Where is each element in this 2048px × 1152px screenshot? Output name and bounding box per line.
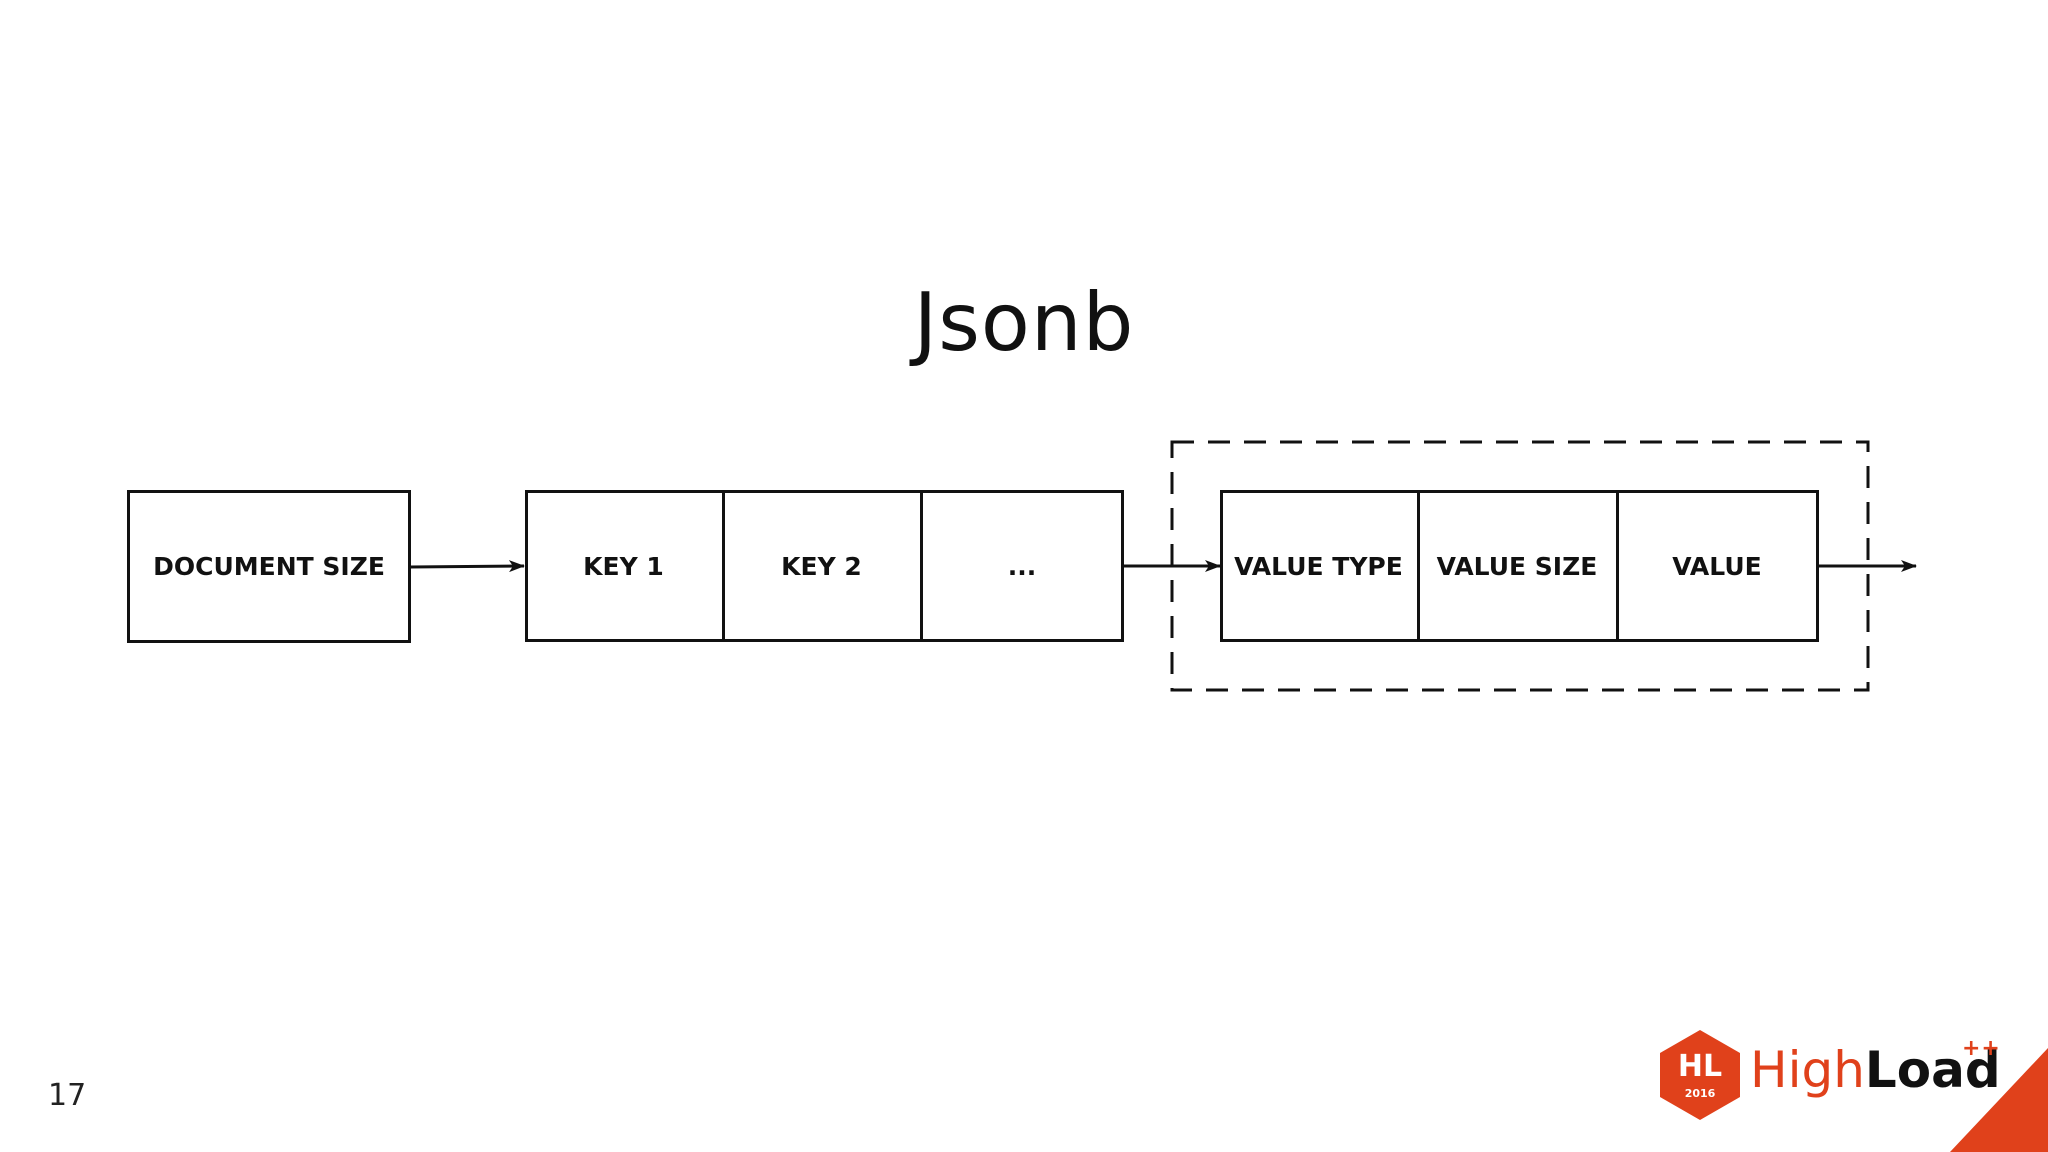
key-cell-1: KEY 1 — [525, 490, 725, 642]
page-number: 17 — [48, 1078, 87, 1113]
key-label: ... — [1007, 551, 1037, 581]
logo-badge-year: 2016 — [1684, 1087, 1716, 1100]
value-field-label: VALUE — [1672, 551, 1762, 581]
key-cell-2: KEY 2 — [723, 490, 923, 642]
corner-accent-triangle — [1950, 1048, 2048, 1152]
logo-hexagon — [1660, 1030, 1740, 1120]
key-cell-ellipsis: ... — [922, 490, 1122, 642]
logo-wordmark: HighLoad — [1750, 1040, 2001, 1100]
value-field-label: VALUE TYPE — [1234, 551, 1403, 581]
logo-word-load: Load — [1864, 1041, 2001, 1099]
arrow-docsize-to-keys — [409, 560, 525, 573]
key-label: KEY 1 — [583, 551, 664, 581]
value-size-cell: VALUE SIZE — [1418, 490, 1619, 642]
key-label: KEY 2 — [781, 551, 862, 581]
logo-badge-text: HL — [1677, 1049, 1723, 1084]
document-size-label: DOCUMENT SIZE — [153, 552, 385, 581]
value-fields-group — [1220, 490, 1819, 642]
document-size-box: DOCUMENT SIZE — [127, 490, 411, 643]
value-field-label: VALUE SIZE — [1436, 551, 1598, 581]
logo-superscript: ++ — [1962, 1036, 2001, 1061]
keys-group — [525, 490, 1124, 642]
slide-title: Jsonb — [913, 276, 1135, 369]
value-type-cell: VALUE TYPE — [1220, 490, 1420, 642]
logo-word-high: High — [1750, 1041, 1865, 1099]
value-cell: VALUE — [1617, 490, 1817, 642]
